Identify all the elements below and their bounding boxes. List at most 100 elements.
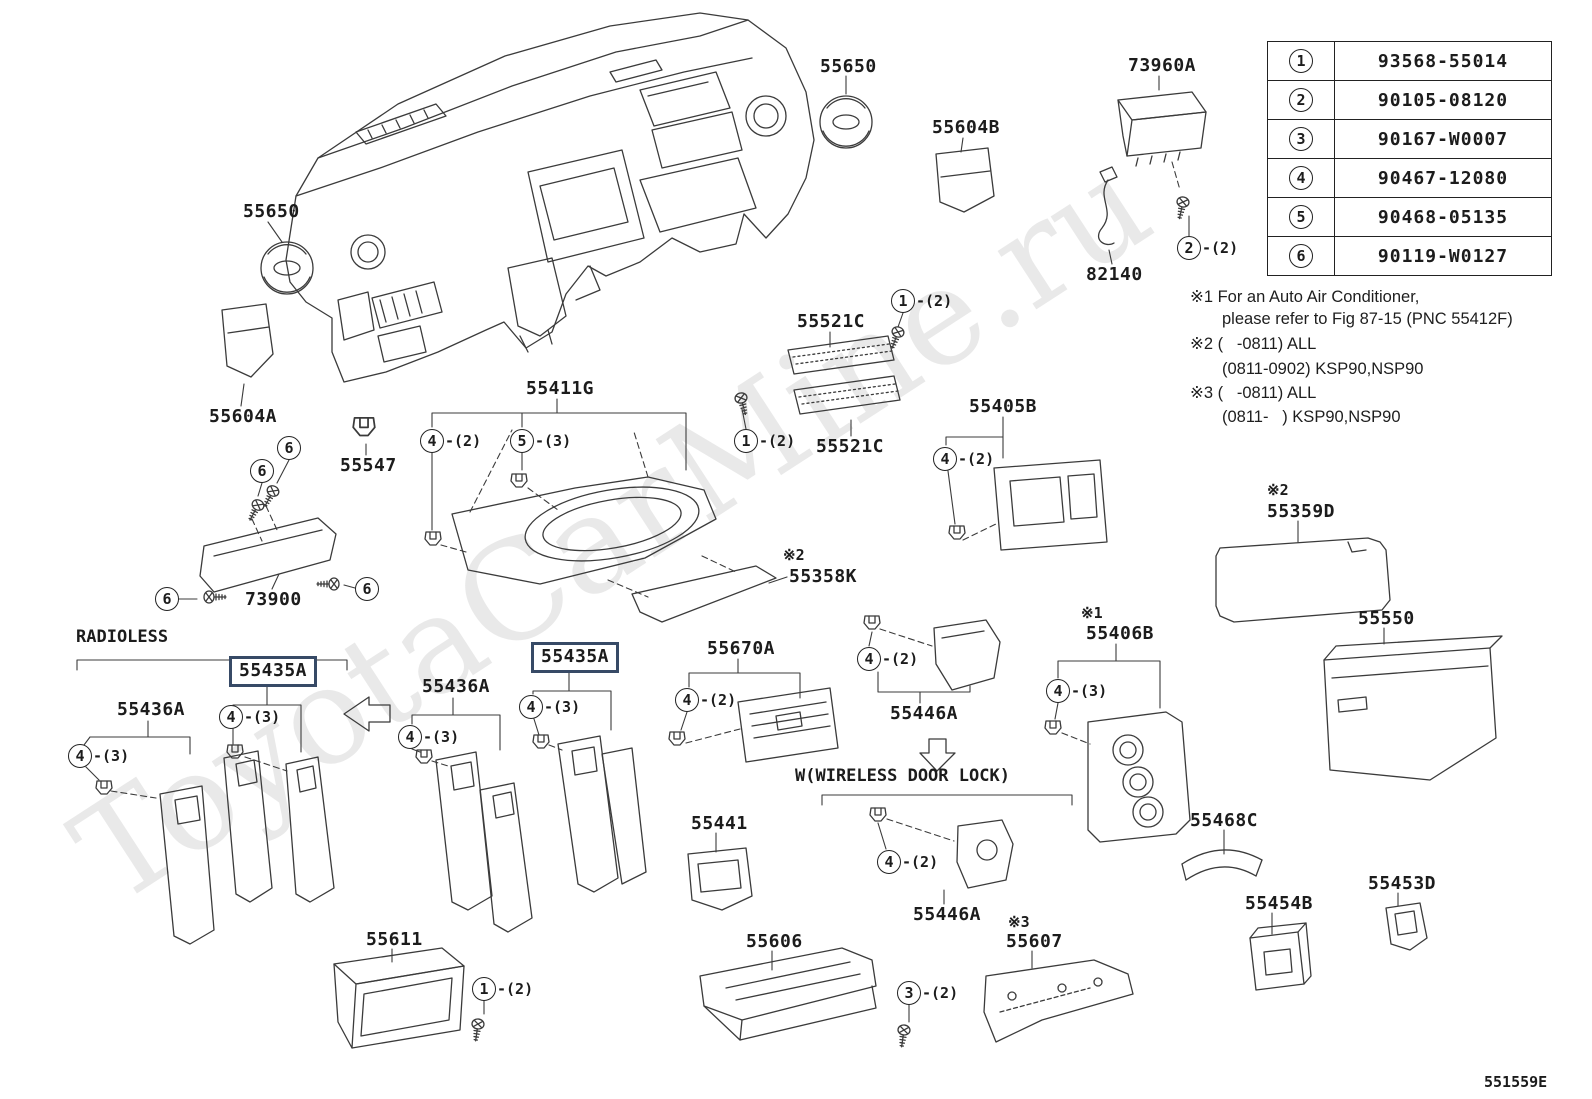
callout-4[interactable]: 4-(3) <box>68 744 129 768</box>
callout-number: 3 <box>1289 127 1313 151</box>
part-label-73960a[interactable]: 73960A <box>1128 55 1197 76</box>
part-label-55606[interactable]: 55606 <box>746 931 803 952</box>
table-row[interactable]: 1 93568-55014 <box>1267 41 1552 81</box>
ref-mark-55359d: ※2 <box>1267 481 1289 499</box>
part-label-55611[interactable]: 55611 <box>366 929 423 950</box>
callout-4[interactable]: 4-(3) <box>519 695 580 719</box>
part-label-55446a-bottom[interactable]: 55446A <box>913 904 982 925</box>
note-line: (0811- ) KSP90,NSP90 <box>1222 408 1401 426</box>
callout-6[interactable]: 6 <box>250 459 275 483</box>
callout-4[interactable]: 4-(3) <box>1046 679 1107 703</box>
part-number-cell[interactable]: 90119-W0127 <box>1334 236 1552 276</box>
note-line: ※1 For an Auto Air Conditioner, <box>1190 288 1420 306</box>
callout-qty: -(2) <box>759 432 796 450</box>
part-number-cell[interactable]: 93568-55014 <box>1334 41 1552 81</box>
clip-icon <box>95 780 113 795</box>
callout-qty: -(3) <box>423 728 460 746</box>
callout-4[interactable]: 4-(2) <box>420 429 481 453</box>
part-label-55650-top[interactable]: 55650 <box>820 56 877 77</box>
part-number-cell[interactable]: 90467-12080 <box>1334 158 1552 198</box>
clip-icon <box>510 473 528 488</box>
part-label-55405b[interactable]: 55405B <box>969 396 1038 417</box>
callout-number: 6 <box>277 436 301 460</box>
callout-qty: -(2) <box>922 984 959 1002</box>
callout-number: 4 <box>420 429 444 453</box>
callout-2[interactable]: 2-(2) <box>1177 236 1238 260</box>
callout-1[interactable]: 1-(2) <box>472 977 533 1001</box>
callout-4[interactable]: 4-(2) <box>857 647 918 671</box>
part-label-55358k[interactable]: 55358K <box>789 566 858 587</box>
arrow-down-icon <box>919 738 956 772</box>
callout-4[interactable]: 4-(2) <box>877 850 938 874</box>
callout-number: 6 <box>155 587 179 611</box>
part-label-55547[interactable]: 55547 <box>340 455 397 476</box>
callout-6[interactable]: 6 <box>277 436 302 460</box>
callout-number: 4 <box>219 705 243 729</box>
part-label-55604b[interactable]: 55604B <box>932 117 1001 138</box>
table-row[interactable]: 5 90468-05135 <box>1267 197 1552 237</box>
callout-4[interactable]: 4-(2) <box>675 688 736 712</box>
part-label-55453d[interactable]: 55453D <box>1368 873 1437 894</box>
part-label-55359d[interactable]: 55359D <box>1267 501 1336 522</box>
callout-5[interactable]: 5-(3) <box>510 429 571 453</box>
dashed-lines <box>110 161 1181 842</box>
clip-icon <box>863 615 881 630</box>
callout-1[interactable]: 1-(2) <box>891 289 952 313</box>
part-label-55411g[interactable]: 55411G <box>526 378 595 399</box>
callout-qty: -(2) <box>882 650 919 668</box>
note-line: ※2 ( -0811) ALL <box>1190 335 1317 353</box>
part-label-55435a-left-highlighted[interactable]: 55435A <box>229 656 318 687</box>
part-label-55521c-bottom[interactable]: 55521C <box>816 436 885 457</box>
table-row[interactable]: 2 90105-08120 <box>1267 80 1552 120</box>
table-row[interactable]: 4 90467-12080 <box>1267 158 1552 198</box>
part-label-55521c-top[interactable]: 55521C <box>797 311 866 332</box>
callout-4[interactable]: 4-(3) <box>219 705 280 729</box>
part-label-55441[interactable]: 55441 <box>691 813 748 834</box>
callout-number: 1 <box>734 429 758 453</box>
callout-6[interactable]: 6 <box>155 587 180 611</box>
part-number-cell[interactable]: 90468-05135 <box>1334 197 1552 237</box>
fastener-table: 1 93568-55014 2 90105-08120 3 90167-W000… <box>1267 41 1552 276</box>
callout-number: 4 <box>68 744 92 768</box>
part-label-55650-left[interactable]: 55650 <box>243 201 300 222</box>
callout-qty: -(3) <box>535 432 572 450</box>
callout-1[interactable]: 1-(2) <box>734 429 795 453</box>
part-label-55436a-left[interactable]: 55436A <box>117 699 186 720</box>
callout-qty: -(3) <box>544 698 581 716</box>
part-number-cell[interactable]: 90105-08120 <box>1334 80 1552 120</box>
callout-number: 2 <box>1289 88 1313 112</box>
clip-icon <box>532 734 550 749</box>
part-label-55446a-top[interactable]: 55446A <box>890 703 959 724</box>
part-label-55436a-mid[interactable]: 55436A <box>422 676 491 697</box>
ref-mark-55406b: ※1 <box>1081 604 1103 622</box>
screw-icon <box>885 324 906 351</box>
callout-qty: -(2) <box>916 292 953 310</box>
callout-3[interactable]: 3-(2) <box>897 981 958 1005</box>
table-row[interactable]: 3 90167-W0007 <box>1267 119 1552 159</box>
callout-4[interactable]: 4-(3) <box>398 725 459 749</box>
clip-icon <box>352 417 376 437</box>
screw-icon <box>1172 195 1191 221</box>
part-label-55435a-right-highlighted[interactable]: 55435A <box>531 642 620 673</box>
callout-4[interactable]: 4-(2) <box>933 447 994 471</box>
part-label-55468c[interactable]: 55468C <box>1190 810 1259 831</box>
caption-wireless-door-lock: W(WIRELESS DOOR LOCK) <box>795 766 1010 786</box>
part-label-55454b[interactable]: 55454B <box>1245 893 1314 914</box>
vent-knob-icon <box>819 95 873 149</box>
leader-lines <box>76 75 1399 1023</box>
part-number-cell[interactable]: 90167-W0007 <box>1334 119 1552 159</box>
callout-number: 1 <box>472 977 496 1001</box>
part-label-55550[interactable]: 55550 <box>1358 608 1415 629</box>
part-label-55607[interactable]: 55607 <box>1006 931 1063 952</box>
part-label-55604a[interactable]: 55604A <box>209 406 278 427</box>
callout-6[interactable]: 6 <box>355 577 380 601</box>
callout-qty: -(2) <box>497 980 534 998</box>
clip-icon <box>668 731 686 746</box>
part-label-55406b[interactable]: 55406B <box>1086 623 1155 644</box>
table-row[interactable]: 6 90119-W0127 <box>1267 236 1552 276</box>
part-label-73900[interactable]: 73900 <box>245 589 302 610</box>
part-label-55670a[interactable]: 55670A <box>707 638 776 659</box>
part-label-82140[interactable]: 82140 <box>1086 264 1143 285</box>
clip-icon <box>424 531 442 546</box>
